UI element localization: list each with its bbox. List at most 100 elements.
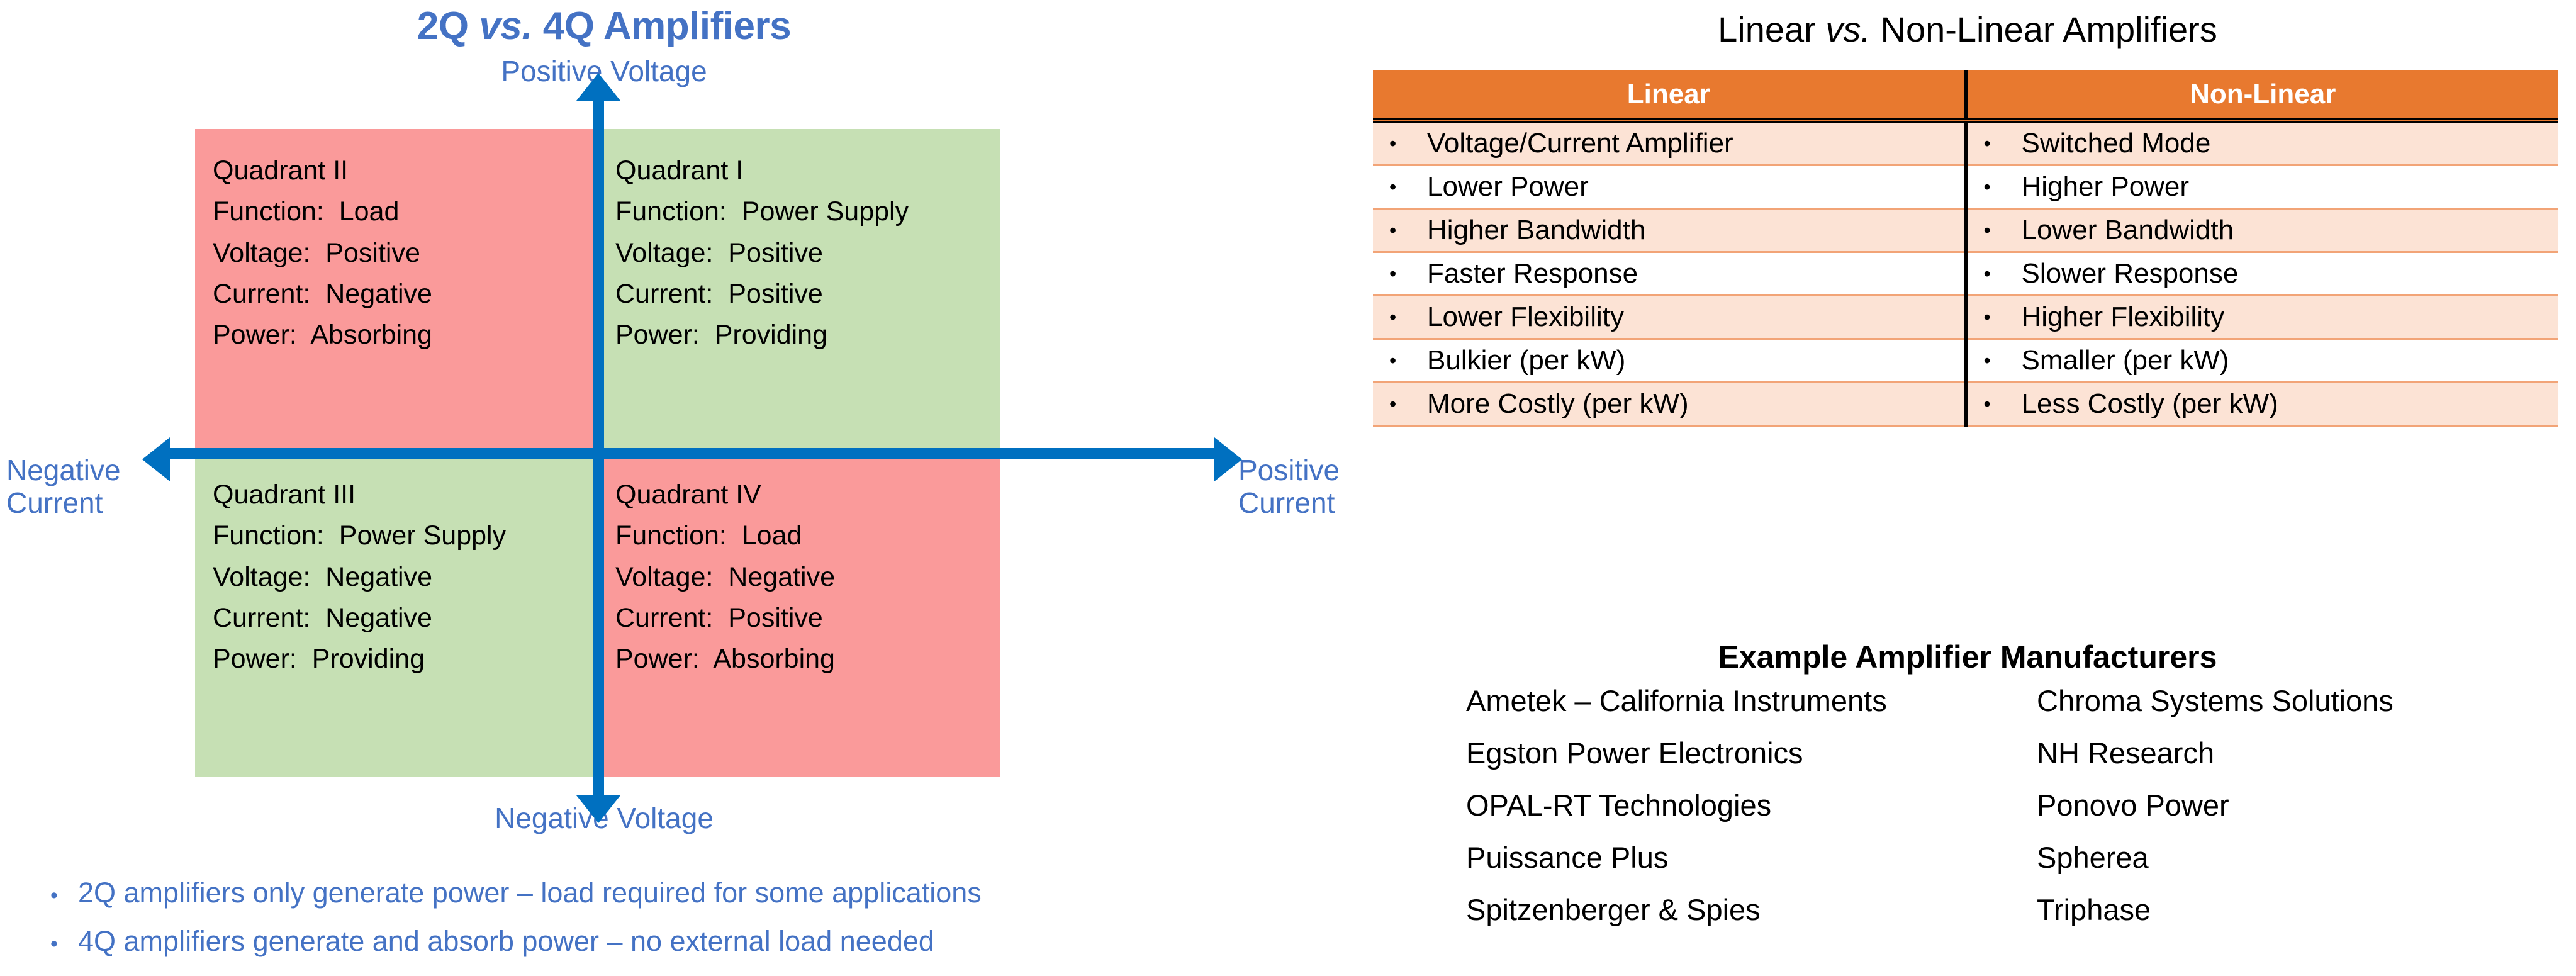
- quadrant-iii-line-1: Function: Power Supply: [213, 520, 507, 551]
- cell-linear: • Bulkier (per kW): [1373, 339, 1968, 383]
- bullet-text-4q: 4Q amplifiers generate and absorb power …: [78, 925, 934, 957]
- table-row: • Lower Flexibility • Higher Flexibility: [1373, 295, 2558, 340]
- bullet-icon: •: [50, 883, 58, 907]
- list-item: Triphase: [2037, 893, 2151, 926]
- list-item: Ponovo Power: [2037, 788, 2229, 822]
- cell-linear: • Faster Response: [1373, 252, 1968, 296]
- cell-text: Lower Power: [1427, 171, 1589, 202]
- list-item: Spherea: [2037, 841, 2149, 874]
- axis-label-positive-current: Positive Current: [1238, 454, 1340, 519]
- list-item: Ametek – California Instruments: [1466, 684, 1887, 717]
- bullet-icon: •: [1389, 349, 1397, 372]
- quadrant-title-pre: 2Q: [417, 4, 479, 48]
- bullet-text-2q: 2Q amplifiers only generate power – load…: [78, 877, 982, 909]
- list-item: Chroma Systems Solutions: [2037, 684, 2394, 717]
- comparison-panel: Linear vs. Non-Linear Amplifiers Linear …: [1359, 0, 2576, 976]
- manufacturers-column-right: Chroma Systems Solutions NH Research Pon…: [1968, 686, 2576, 947]
- bullet-icon: •: [1983, 262, 1991, 285]
- bullet-icon: •: [1983, 219, 1991, 242]
- arrow-right-icon: [1214, 437, 1242, 481]
- cell-text: Switched Mode: [2021, 128, 2211, 159]
- quadrant-ii-line-3: Current: Negative: [213, 279, 432, 310]
- quadrant-cell-iii: Quadrant III Function: Power Supply Volt…: [195, 453, 598, 777]
- horizontal-axis-line: [165, 448, 1221, 459]
- cell-nonlinear: • Less Costly (per kW): [1966, 382, 2558, 427]
- cell-nonlinear: •Slower Response: [1966, 252, 2558, 296]
- list-item: Spitzenberger & Spies: [1466, 893, 1761, 926]
- table-title-italic: vs.: [1825, 9, 1871, 49]
- axis-label-negative-current: Negative Current: [6, 454, 121, 519]
- cell-linear: • More Costly (per kW): [1373, 382, 1968, 427]
- cell-text: Higher Power: [2021, 171, 2190, 202]
- cell-text: Bulkier (per kW): [1427, 345, 1626, 376]
- quadrant-iv-line-3: Current: Positive: [615, 603, 823, 634]
- cell-linear: •Lower Power: [1373, 165, 1968, 210]
- cell-text: Faster Response: [1427, 258, 1638, 289]
- table-row: •Lower Power • Higher Power: [1373, 165, 2558, 210]
- quadrant-ii-line-4: Power: Absorbing: [213, 320, 432, 351]
- quadrant-title-italic: vs.: [479, 4, 533, 48]
- bullet-icon: •: [1389, 132, 1397, 155]
- bullet-icon: •: [1983, 306, 1991, 328]
- cell-linear: • Higher Bandwidth: [1373, 208, 1968, 253]
- cell-text: Lower Flexibility: [1427, 301, 1624, 332]
- table-title-post: Non-Linear Amplifiers: [1870, 9, 2217, 49]
- comparison-table-title: Linear vs. Non-Linear Amplifiers: [1359, 9, 2576, 50]
- quadrant-iii-line-3: Current: Negative: [213, 603, 432, 634]
- list-item: • 2Q amplifiers only generate power – lo…: [50, 878, 1353, 907]
- list-item: Puissance Plus: [1466, 841, 1669, 874]
- quadrant-title-post: 4Q Amplifiers: [532, 4, 792, 48]
- table-row: •Voltage/Current Amplifier • Switched Mod…: [1373, 120, 2558, 166]
- manufacturers-columns: Ametek – California Instruments Egston P…: [1359, 686, 2576, 947]
- quadrant-iii-line-4: Power: Providing: [213, 644, 425, 675]
- bullet-icon: •: [1389, 262, 1397, 285]
- bullet-icon: •: [1983, 132, 1991, 155]
- bullet-icon: •: [1983, 393, 1991, 415]
- table-row: • Bulkier (per kW) • Smaller (per kW): [1373, 339, 2558, 383]
- quadrant-cell-i: Quadrant I Function: Power Supply Voltag…: [598, 129, 1000, 453]
- cell-text: Lower Bandwidth: [2021, 215, 2234, 245]
- quadrant-i-line-3: Current: Positive: [615, 279, 823, 310]
- quadrant-ii-line-2: Voltage: Positive: [213, 237, 420, 268]
- quadrant-i-line-0: Quadrant I: [615, 155, 744, 186]
- quadrant-ii-line-0: Quadrant II: [213, 155, 349, 186]
- cell-text: Smaller (per kW): [2021, 345, 2229, 376]
- bullet-icon: •: [1389, 393, 1397, 415]
- table-title-pre: Linear: [1718, 9, 1826, 49]
- quadrant-bullet-list: • 2Q amplifiers only generate power – lo…: [50, 878, 1353, 975]
- table-row: • More Costly (per kW) • Less Costly (per …: [1373, 382, 2558, 427]
- cell-text: Higher Bandwidth: [1427, 215, 1646, 245]
- cell-nonlinear: • Higher Power: [1966, 165, 2558, 210]
- quadrant-iv-line-2: Voltage: Negative: [615, 561, 836, 592]
- cell-linear: •Voltage/Current Amplifier: [1373, 120, 1968, 166]
- cell-text: Higher Flexibility: [2021, 301, 2225, 332]
- axis-label-positive-voltage: Positive Voltage: [501, 55, 707, 87]
- quadrant-grid: Quadrant II Function: Load Voltage: Posi…: [195, 129, 1000, 777]
- quadrant-cell-ii: Quadrant II Function: Load Voltage: Posi…: [195, 129, 598, 453]
- bullet-icon: •: [1389, 306, 1397, 328]
- cell-nonlinear: • Higher Flexibility: [1966, 295, 2558, 340]
- bullet-icon: •: [1389, 219, 1397, 242]
- quadrant-iii-line-2: Voltage: Negative: [213, 561, 433, 592]
- table-row: • Faster Response •Slower Response: [1373, 252, 2558, 296]
- cell-nonlinear: • Switched Mode: [1966, 120, 2558, 166]
- list-item: Egston Power Electronics: [1466, 736, 1803, 770]
- quadrant-ii-line-1: Function: Load: [213, 196, 400, 227]
- linear-vs-nonlinear-table: Linear Non-Linear •Voltage/Current Ampli…: [1373, 70, 2558, 427]
- quadrant-iv-line-1: Function: Load: [615, 520, 802, 551]
- table-header-row: Linear Non-Linear: [1373, 70, 2558, 123]
- bullet-icon: •: [50, 932, 58, 956]
- quadrant-chart-title: 2Q vs. 4Q Amplifiers: [0, 4, 1208, 48]
- list-item: OPAL-RT Technologies: [1466, 788, 1772, 822]
- manufacturers-column-left: Ametek – California Instruments Egston P…: [1359, 686, 1968, 947]
- bullet-icon: •: [1983, 176, 1991, 198]
- list-item: • 4Q amplifiers generate and absorb powe…: [50, 927, 1353, 955]
- cell-text: More Costly (per kW): [1427, 388, 1689, 419]
- arrow-down-icon: [576, 795, 620, 823]
- table-row: • Higher Bandwidth • Lower Bandwidth: [1373, 208, 2558, 253]
- bullet-icon: •: [1983, 349, 1991, 372]
- quadrant-i-line-2: Voltage: Positive: [615, 237, 823, 268]
- cell-text: Less Costly (per kW): [2021, 388, 2278, 419]
- manufacturers-title: Example Amplifier Manufacturers: [1718, 639, 2217, 675]
- column-header-linear: Linear: [1373, 70, 1968, 123]
